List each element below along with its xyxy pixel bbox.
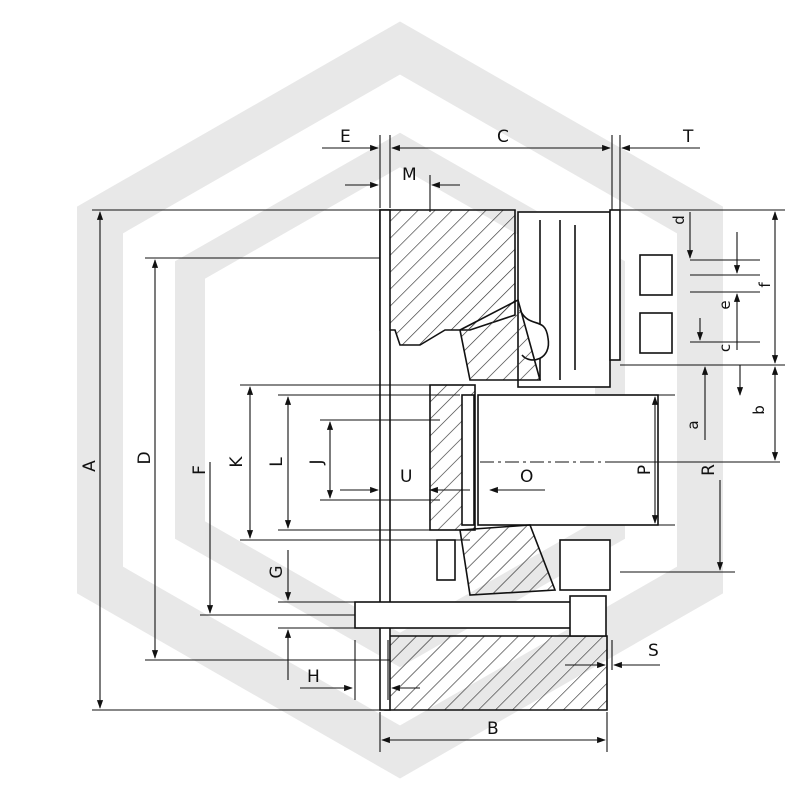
dimension-lines xyxy=(92,135,785,752)
clamp-ring-inner xyxy=(461,394,475,526)
label-K: K xyxy=(227,456,247,468)
label-G: G xyxy=(267,565,287,578)
label-R: R xyxy=(699,464,719,476)
label-e: e xyxy=(716,300,734,309)
label-a: a xyxy=(684,420,702,429)
long-bolt-shank xyxy=(354,601,576,629)
label-c: c xyxy=(716,344,734,352)
label-O: O xyxy=(520,467,533,487)
long-bolt-head xyxy=(569,595,607,637)
label-d: d xyxy=(670,215,688,225)
label-E: E xyxy=(340,127,351,147)
label-M: M xyxy=(402,165,417,185)
label-b: b xyxy=(750,405,768,415)
chuck-body-section xyxy=(354,209,673,711)
wedge xyxy=(459,298,542,381)
label-U: U xyxy=(400,467,412,487)
label-L: L xyxy=(267,457,287,467)
label-f: f xyxy=(756,282,774,288)
label-A: A xyxy=(80,460,100,472)
label-B: B xyxy=(487,719,499,739)
label-F: F xyxy=(190,465,210,475)
label-C: C xyxy=(497,127,509,147)
label-H: H xyxy=(307,667,320,687)
bolt-upper xyxy=(639,254,673,296)
bolt-lower xyxy=(639,312,673,354)
label-J: J xyxy=(307,459,327,465)
label-D: D xyxy=(135,451,155,464)
label-S: S xyxy=(648,641,659,661)
label-T: T xyxy=(682,127,694,147)
dimension-labels: E C T M A D F K L J G H B U O P R S d e … xyxy=(80,127,774,739)
top-cap xyxy=(609,209,621,361)
lower-body-hatched xyxy=(384,635,608,711)
center-sleeve xyxy=(477,394,659,526)
piston-lower xyxy=(459,524,557,596)
label-P: P xyxy=(635,465,655,475)
front-plate xyxy=(379,209,391,711)
small-pin xyxy=(436,539,456,581)
right-block xyxy=(559,539,611,591)
